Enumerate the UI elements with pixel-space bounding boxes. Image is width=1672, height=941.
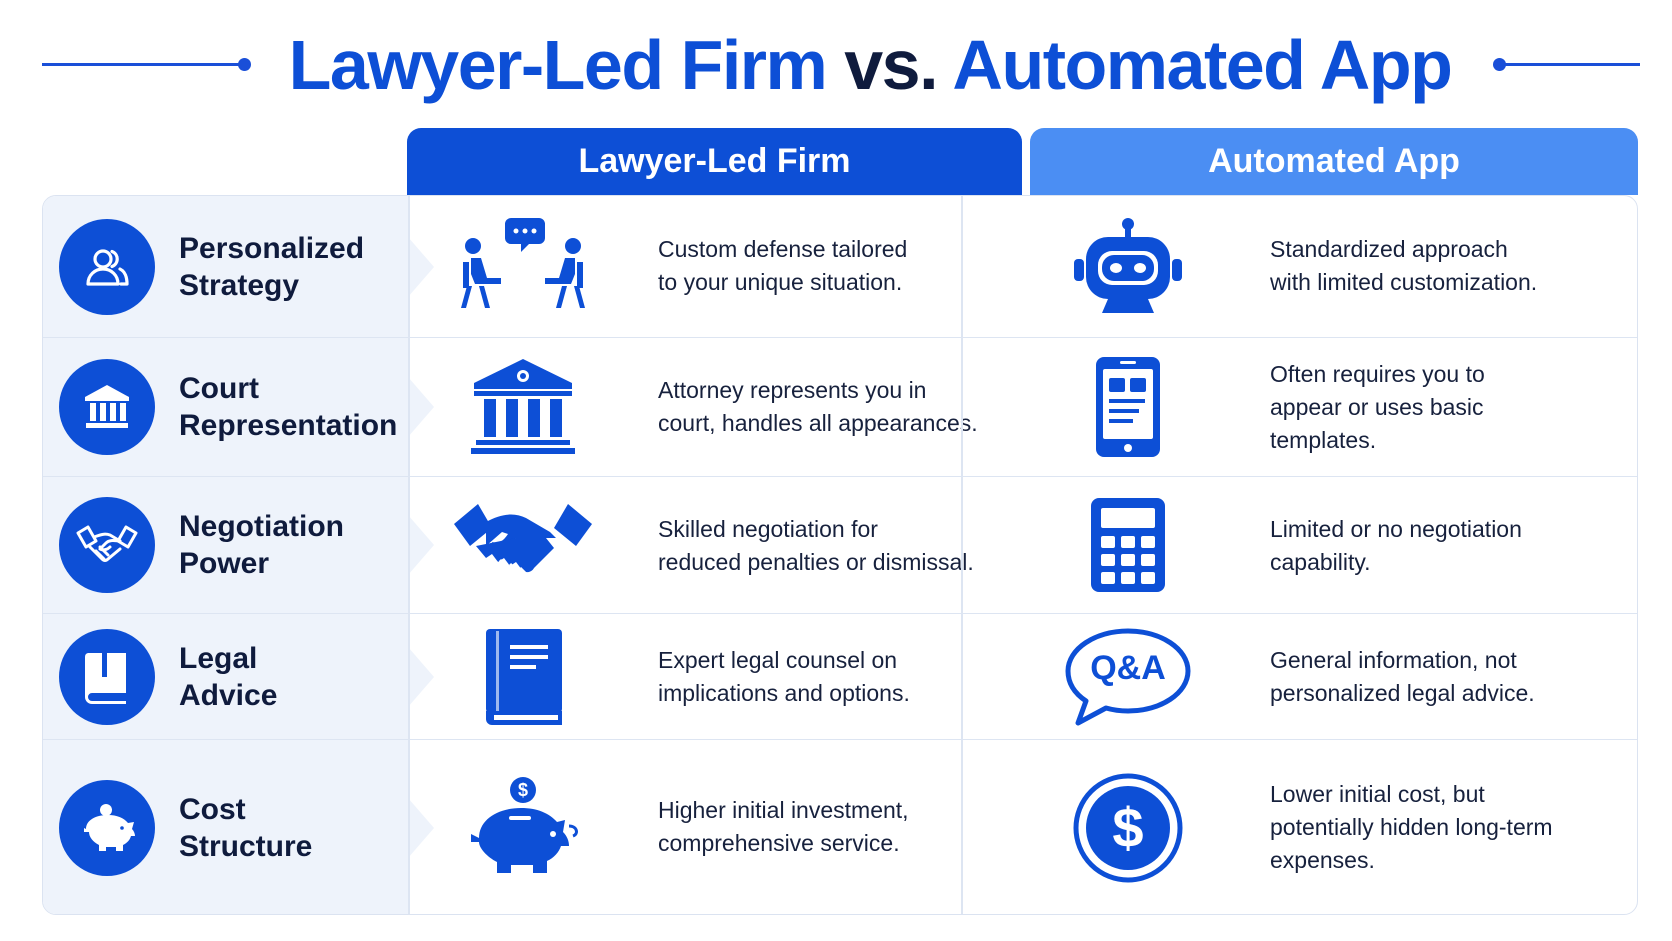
table-row: Personalized Strategy Custom de [43,196,1637,337]
courthouse-icon [59,359,155,455]
app-description: Lower initial cost, but potentially hidd… [1270,781,1553,873]
row-label-line1: Personalized [179,231,365,265]
column-divider [961,477,963,613]
firm-description: Custom defense tailored to your unique s… [658,236,908,295]
row-label: Court Representation [179,370,397,444]
table-row: Legal Advice Expert legal counsel on imp… [43,613,1637,739]
title-row: Lawyer-Led Firm vs. Automated App [0,20,1672,110]
app-description: General information, not personalized le… [1270,647,1535,706]
table-row: Negotiation Power Skilled negotia [43,476,1637,613]
row-label-line2: Power [179,547,270,580]
piggy-bank-icon [59,780,155,876]
row-label-line2: Advice [179,678,278,712]
title-line-right [1500,63,1640,66]
row-label: Negotiation Power [179,508,344,582]
column-divider [961,196,963,337]
people-icon [59,218,155,315]
column-header-firm: Lawyer-Led Firm [407,128,1022,195]
table-row: Cost Structure $ [43,739,1637,914]
row-label-line1: Negotiation [179,510,344,543]
row-label-cell: Cost Structure [43,740,408,914]
consultation-icon [438,196,608,337]
column-header-app: Automated App [1030,128,1638,195]
firm-description: Expert legal counsel on implications and… [658,647,910,706]
title-dot-right [1493,58,1506,71]
coin-dollar-sign: $ [1112,796,1144,859]
qa-bubble-icon: Q&A [1043,614,1213,739]
calculator-icon [1043,477,1213,613]
row-label-cell: Negotiation Power [43,477,408,613]
firm-description: Higher initial investment, comprehensive… [658,797,909,856]
dollar-coin-icon: $ [1043,740,1213,914]
comparison-table: Lawyer-Led Firm Automated App Personaliz… [42,128,1638,915]
row-label-cell: Personalized Strategy [43,196,408,337]
label-column-divider [408,196,410,914]
book-icon [59,628,155,725]
row-label-line2: Representation [179,409,398,442]
column-divider [961,740,963,914]
row-label: Legal Advice [179,640,277,714]
smartphone-icon [1043,338,1213,476]
page-title: Lawyer-Led Firm vs. Automated App [250,20,1490,110]
handshake-icon [438,477,608,613]
row-label-line1: Court [179,372,259,405]
title-part-app: Automated App [952,26,1452,104]
row-label-line1: Legal [179,641,258,675]
row-pointer [408,377,434,437]
row-label: Cost Structure [179,791,312,865]
courthouse-icon [438,338,608,476]
row-label: Personalized Strategy [179,230,364,304]
qa-bubble-text: Q&A [1090,648,1166,687]
row-pointer [408,515,434,575]
robot-icon [1043,196,1213,337]
piggy-bank-icon: $ [438,740,608,914]
app-description: Often requires you to appear or uses bas… [1270,361,1485,453]
title-vs: vs. [844,26,938,104]
coin-dollar-sign: $ [517,780,528,800]
row-label-cell: Court Representation [43,338,408,476]
row-pointer [408,798,434,858]
table-row: Court Representation Attorney r [43,337,1637,476]
firm-description: Skilled negotiation for reduced penaltie… [658,516,974,575]
title-line-left [42,63,242,66]
row-label-cell: Legal Advice [43,614,408,739]
title-part-firm: Lawyer-Led Firm [288,26,828,104]
app-description: Standardized approach with limited custo… [1270,236,1538,295]
row-label-line2: Strategy [179,268,300,302]
row-label-line1: Cost [179,793,246,826]
row-label-line2: Structure [179,830,313,863]
app-description: Limited or no negotiation capability. [1270,516,1522,575]
firm-description: Attorney represents you in court, handle… [658,377,978,436]
handshake-icon [59,497,155,593]
row-pointer [408,236,434,297]
book-icon [438,614,608,739]
title-dot-left [238,58,251,71]
table-body: Personalized Strategy Custom de [42,195,1638,915]
row-pointer [408,646,434,707]
column-divider [961,614,963,739]
column-divider [961,338,963,476]
